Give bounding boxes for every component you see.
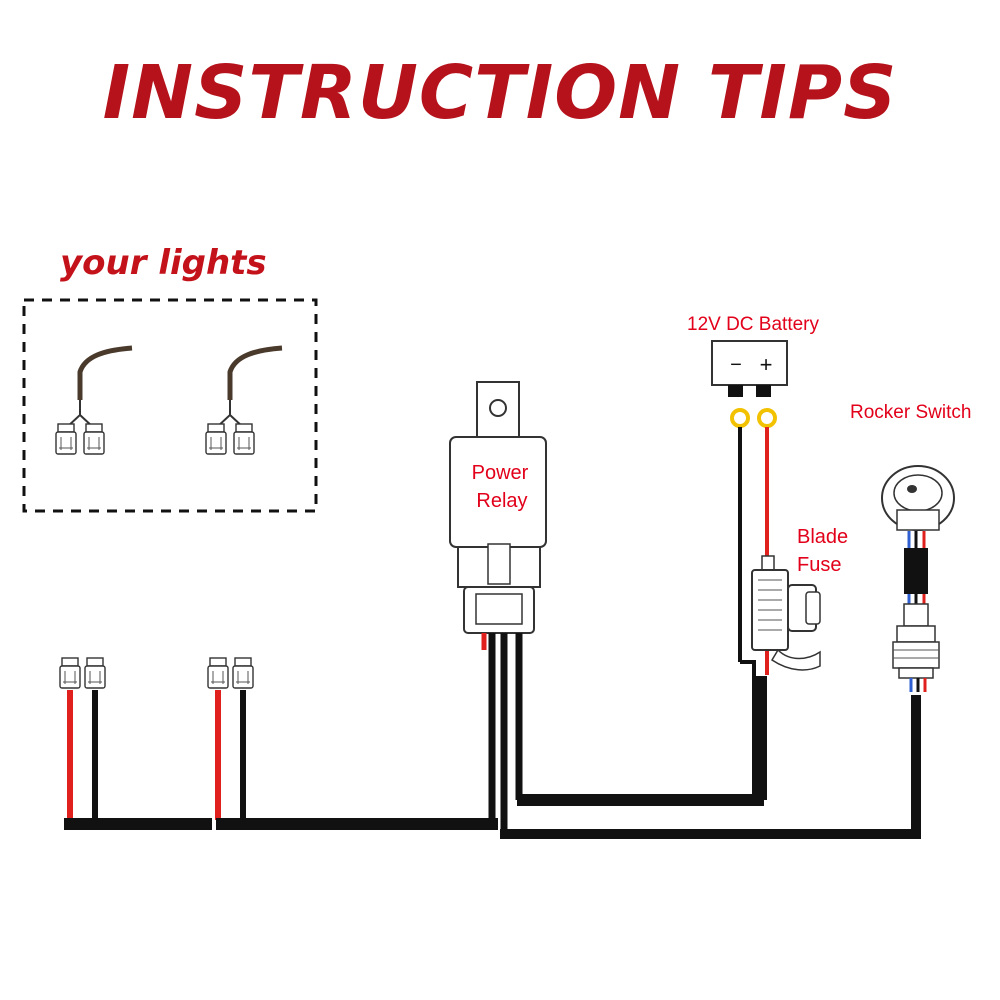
battery-leads — [730, 408, 777, 800]
page-title: INSTRUCTION TIPS — [103, 50, 898, 136]
relay-wires — [481, 633, 921, 839]
lights-label: your lights — [60, 243, 267, 283]
battery: 12V DC Battery − + — [687, 314, 819, 397]
light-connector-2 — [205, 345, 283, 455]
lights-box — [22, 298, 318, 513]
relay-label-line2: Relay — [476, 490, 527, 512]
switch-label: Rocker Switch — [850, 402, 971, 423]
fuse-label-line2: Fuse — [797, 554, 841, 576]
fuse-label-line1: Blade — [797, 526, 848, 548]
battery-plus-sign: + — [760, 352, 773, 377]
light-connector-1 — [55, 345, 133, 455]
relay-label-line1: Power — [472, 462, 529, 484]
battery-minus-sign: − — [730, 354, 742, 376]
blade-fuse: Blade Fuse — [751, 526, 848, 671]
power-relay: Power Relay — [449, 381, 547, 634]
battery-label: 12V DC Battery — [687, 314, 819, 335]
light-harness — [59, 657, 498, 830]
rocker-switch: Rocker Switch — [850, 402, 971, 692]
